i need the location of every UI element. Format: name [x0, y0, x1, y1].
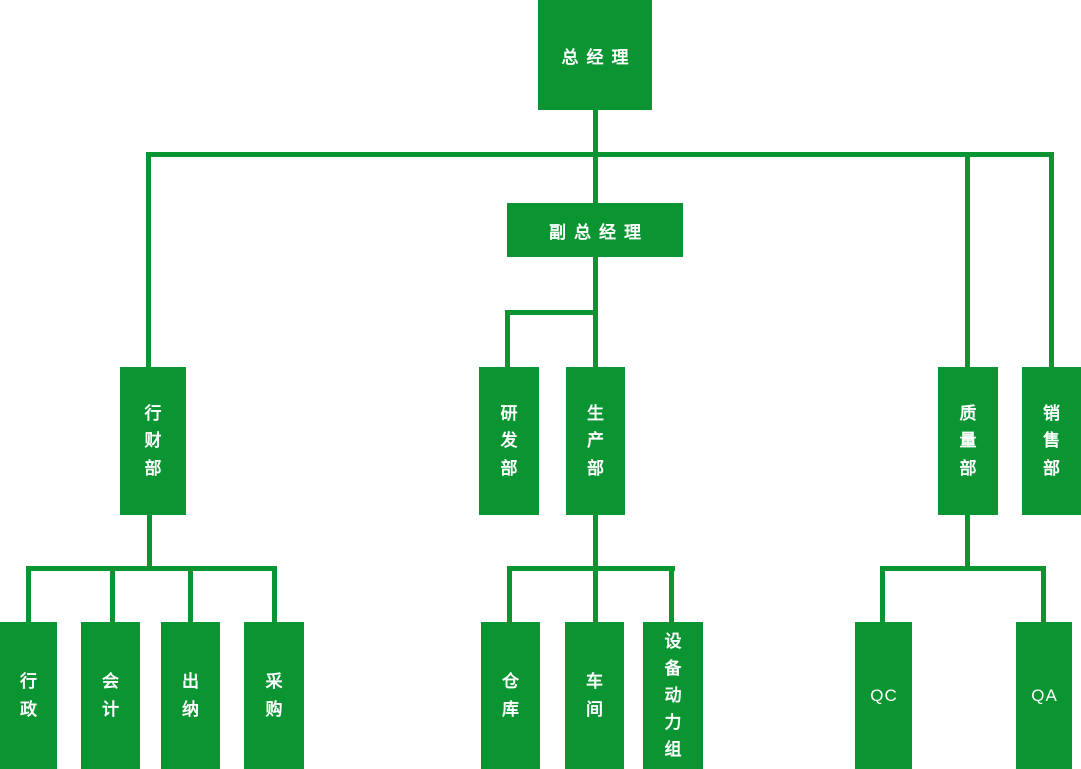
node-accounting-label: 会计 [101, 672, 119, 719]
connector-production-feed [593, 515, 598, 570]
connector-drop-admin [26, 566, 31, 622]
connector-drop-quality [965, 152, 970, 367]
connector-admin-finance-feed [147, 515, 152, 570]
node-cashier-label: 出纳 [181, 672, 199, 719]
node-production-dept-label: 生产部 [586, 404, 604, 478]
node-general-manager[interactable]: 总经理 [538, 0, 652, 110]
node-equipment-power-group-label: 设备动力组 [664, 631, 682, 760]
connector-quality-feed [965, 515, 970, 570]
node-deputy-general-manager-label: 副总经理 [549, 222, 649, 242]
node-purchasing[interactable]: 采购 [244, 622, 304, 769]
node-workshop-label: 车间 [585, 672, 603, 719]
connector-dgm-branch [505, 310, 598, 315]
node-admin-finance-dept[interactable]: 行财部 [120, 367, 186, 515]
connector-drop-accounting [110, 566, 115, 622]
node-admin-finance-dept-label: 行财部 [144, 404, 162, 478]
connector-drop-cashier [188, 566, 193, 622]
node-warehouse-label: 仓库 [501, 672, 519, 719]
node-sales-dept-label: 销售部 [1042, 404, 1060, 478]
node-equipment-power-group[interactable]: 设备动力组 [643, 622, 703, 769]
connector-top-bus [146, 152, 1054, 157]
connector-drop-qa [1041, 566, 1046, 622]
node-cashier[interactable]: 出纳 [161, 622, 220, 769]
connector-drop-workshop [593, 566, 598, 622]
connector-right-bus [880, 566, 1046, 571]
connector-drop-rd [505, 310, 510, 367]
node-qa-label: QA [1031, 685, 1058, 705]
connector-drop-purchasing [272, 566, 277, 622]
node-qc[interactable]: QC [855, 622, 912, 769]
node-general-manager-label: 总经理 [561, 47, 637, 67]
connector-drop-dgm [593, 152, 598, 203]
node-rd-dept[interactable]: 研发部 [479, 367, 539, 515]
connector-gm-down [593, 110, 598, 157]
node-deputy-general-manager[interactable]: 副总经理 [507, 203, 683, 257]
node-workshop[interactable]: 车间 [565, 622, 624, 769]
connector-drop-qc [880, 566, 885, 622]
node-sales-dept[interactable]: 销售部 [1022, 367, 1081, 515]
connector-middle-bus [507, 566, 675, 571]
node-qa[interactable]: QA [1016, 622, 1072, 769]
node-accounting[interactable]: 会计 [81, 622, 140, 769]
connector-drop-sales [1049, 152, 1054, 367]
connector-drop-admin-finance [146, 152, 151, 367]
node-production-dept[interactable]: 生产部 [566, 367, 625, 515]
node-admin-label: 行政 [19, 672, 37, 719]
connector-drop-warehouse [507, 566, 512, 622]
node-quality-dept[interactable]: 质量部 [938, 367, 998, 515]
node-quality-dept-label: 质量部 [959, 404, 977, 478]
node-qc-label: QC [870, 685, 898, 705]
node-rd-dept-label: 研发部 [500, 404, 518, 478]
node-purchasing-label: 采购 [265, 672, 283, 719]
connector-left-bus [26, 566, 277, 571]
node-admin[interactable]: 行政 [0, 622, 57, 769]
connector-drop-equipment [669, 566, 674, 622]
node-warehouse[interactable]: 仓库 [481, 622, 540, 769]
